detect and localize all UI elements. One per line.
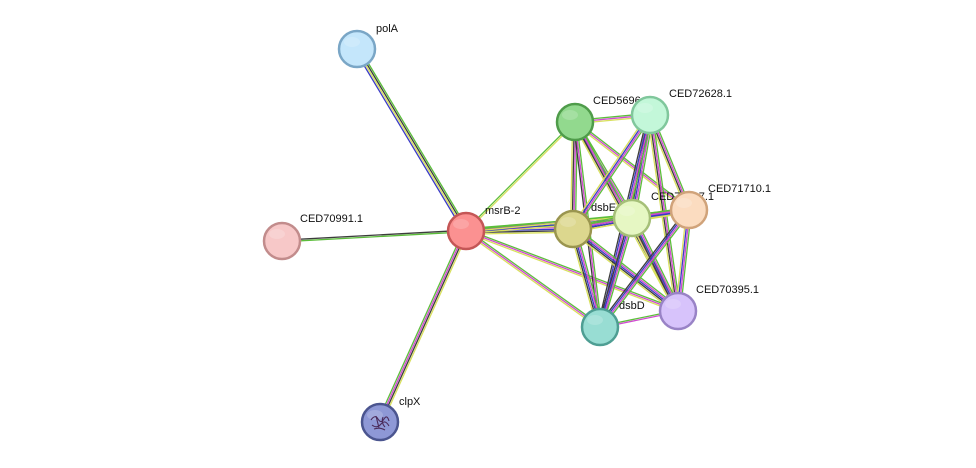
edge-evidence-line	[464, 120, 575, 231]
node-circle[interactable]	[262, 221, 302, 261]
edge-evidence-line	[282, 231, 467, 243]
edge-evidence-line	[573, 115, 652, 230]
node-circle[interactable]	[555, 102, 595, 142]
edge-ced56965-1-ced71710-1[interactable]	[573, 120, 691, 212]
node-circle[interactable]	[630, 95, 670, 135]
node-ced72628-1[interactable]: CED72628.1	[630, 88, 732, 135]
edge-evidence-line	[571, 229, 678, 313]
edge-evidence-line	[466, 229, 602, 327]
edge-evidence-line	[601, 211, 692, 329]
edge-msrb-2-ced70395-1[interactable]	[465, 228, 679, 314]
edge-evidence-line	[381, 231, 469, 424]
node-label: CED70395.1	[696, 284, 759, 296]
node-label: CED71710.1	[708, 183, 771, 195]
edge-evidence-line	[357, 48, 468, 231]
edge-evidence-line	[380, 231, 468, 423]
edge-evidence-line	[466, 228, 679, 311]
node-ced70991-1[interactable]: CED70991.1	[262, 213, 363, 261]
node-highlight	[665, 299, 681, 309]
edge-evidence-line	[355, 49, 466, 232]
edge-evidence-line	[465, 230, 679, 312]
node-dsbe[interactable]: dsbE	[553, 202, 616, 249]
node-circle[interactable]	[580, 307, 620, 347]
edge-evidence-line	[465, 230, 601, 328]
node-pola[interactable]: polA	[337, 23, 399, 69]
edge-dsbe-ced70395-1[interactable]	[570, 225, 681, 315]
node-highlight	[619, 206, 635, 216]
edge-evidence-line	[466, 122, 577, 233]
edge-msrb-2-dsbd[interactable]	[464, 229, 602, 329]
edge-evidence-line	[465, 231, 678, 314]
node-highlight	[269, 229, 285, 239]
edge-evidence-line	[597, 208, 688, 326]
node-circle[interactable]	[337, 29, 377, 69]
edge-ced70991-1-msrb-2[interactable]	[281, 229, 467, 243]
edge-evidence-line	[600, 210, 691, 328]
edge-clpx-msrb-2[interactable]	[377, 229, 469, 424]
node-dsbd[interactable]: dsbD	[580, 300, 645, 347]
node-circle[interactable]	[612, 198, 652, 238]
edge-evidence-line	[573, 227, 680, 311]
node-label: msrB-2	[485, 205, 520, 217]
edge-msrb-2-ced56965-1[interactable]	[464, 120, 577, 233]
node-ced70395-1[interactable]: CED70395.1	[658, 284, 759, 331]
edge-evidence-line	[354, 49, 465, 233]
node-label: dsbD	[619, 300, 645, 312]
node-label: CED72628.1	[669, 88, 732, 100]
node-highlight	[367, 410, 383, 420]
edge-evidence-line	[574, 115, 653, 231]
node-highlight	[344, 37, 360, 47]
node-label: dsbE	[591, 202, 616, 214]
node-circle[interactable]	[360, 402, 400, 442]
node-highlight	[562, 110, 578, 120]
edge-pola-msrb-2[interactable]	[354, 47, 469, 233]
node-label: CED5696	[593, 95, 641, 107]
node-label: CED70991.1	[300, 213, 363, 225]
node-circle[interactable]	[553, 209, 593, 249]
edge-evidence-line	[281, 229, 466, 241]
node-layer: polA CED70991.1 msrB-2 clpX CED5696 CED72628.…	[262, 23, 771, 442]
node-highlight	[560, 217, 576, 227]
edge-evidence-line	[573, 122, 689, 212]
node-label: polA	[376, 23, 399, 35]
node-circle[interactable]	[658, 291, 698, 331]
edge-evidence-line	[570, 113, 649, 229]
edge-evidence-line	[570, 231, 677, 315]
edge-evidence-line	[575, 120, 691, 210]
edge-evidence-line	[464, 231, 600, 329]
node-circle[interactable]	[669, 190, 709, 230]
node-circle[interactable]	[446, 211, 486, 251]
node-ced56965-1[interactable]: CED5696	[555, 95, 641, 142]
edge-evidence-line	[574, 225, 681, 309]
edge-evidence-line	[572, 228, 679, 312]
protein-structure-icon	[370, 415, 390, 431]
edge-evidence-line	[377, 229, 465, 422]
edge-evidence-line	[358, 47, 469, 231]
node-clpx[interactable]: clpX	[360, 396, 421, 442]
node-ced71710-1[interactable]: CED71710.1	[669, 183, 771, 230]
edge-evidence-line	[378, 230, 466, 422]
edge-evidence-line	[574, 121, 690, 211]
edge-evidence-line	[571, 114, 650, 229]
node-highlight	[453, 219, 469, 229]
node-label: clpX	[399, 396, 421, 408]
node-msrb-2[interactable]: msrB-2	[446, 205, 520, 251]
node-highlight	[676, 198, 692, 208]
node-highlight	[637, 103, 653, 113]
edge-ced72628-1-dsbe[interactable]	[570, 113, 653, 231]
node-highlight	[587, 315, 603, 325]
edge-evidence-line	[598, 209, 689, 327]
edge-ced71710-1-dsbd[interactable]	[597, 208, 692, 329]
